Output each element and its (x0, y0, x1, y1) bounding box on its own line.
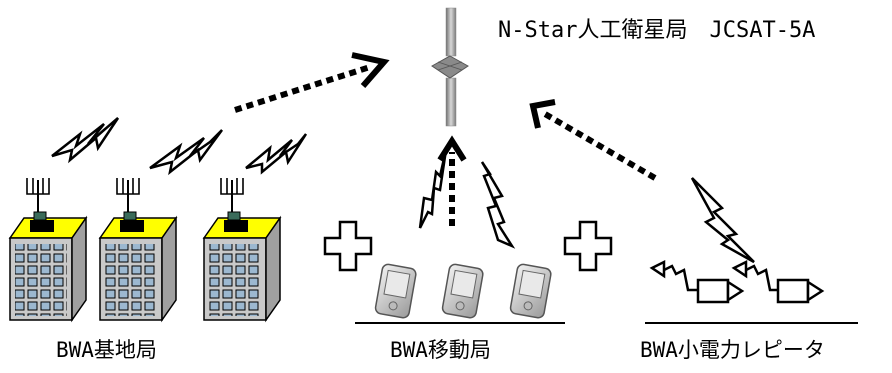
pda-icon (509, 263, 552, 319)
satellite-icon (431, 7, 469, 127)
uplink-arrow-center (437, 135, 467, 226)
radio-wave-icon (690, 177, 755, 264)
repeater-icon (649, 259, 745, 304)
base-station-building (98, 178, 178, 323)
radio-wave-icon (418, 149, 448, 229)
uplink-arrow-left (234, 52, 390, 113)
uplink-arrow-right (529, 99, 657, 181)
plus-icon (563, 220, 613, 272)
radio-wave-icon (480, 161, 516, 249)
radio-wave-icon (149, 129, 224, 176)
base-station-building (202, 178, 282, 323)
repeater-label: BWA小電力レピータ (640, 338, 825, 362)
radio-wave-icon (245, 133, 308, 175)
repeater-icon (731, 259, 825, 304)
satellite-label: N-Star人工衛星局 JCSAT-5A (498, 18, 816, 43)
pda-icon (374, 263, 417, 319)
base-station-building (8, 178, 88, 323)
mobile-station-label: BWA移動局 (390, 338, 491, 362)
radio-wave-icon (51, 117, 120, 164)
pda-icon (441, 263, 484, 319)
plus-icon (323, 220, 373, 272)
base-station-label: BWA基地局 (56, 338, 157, 362)
